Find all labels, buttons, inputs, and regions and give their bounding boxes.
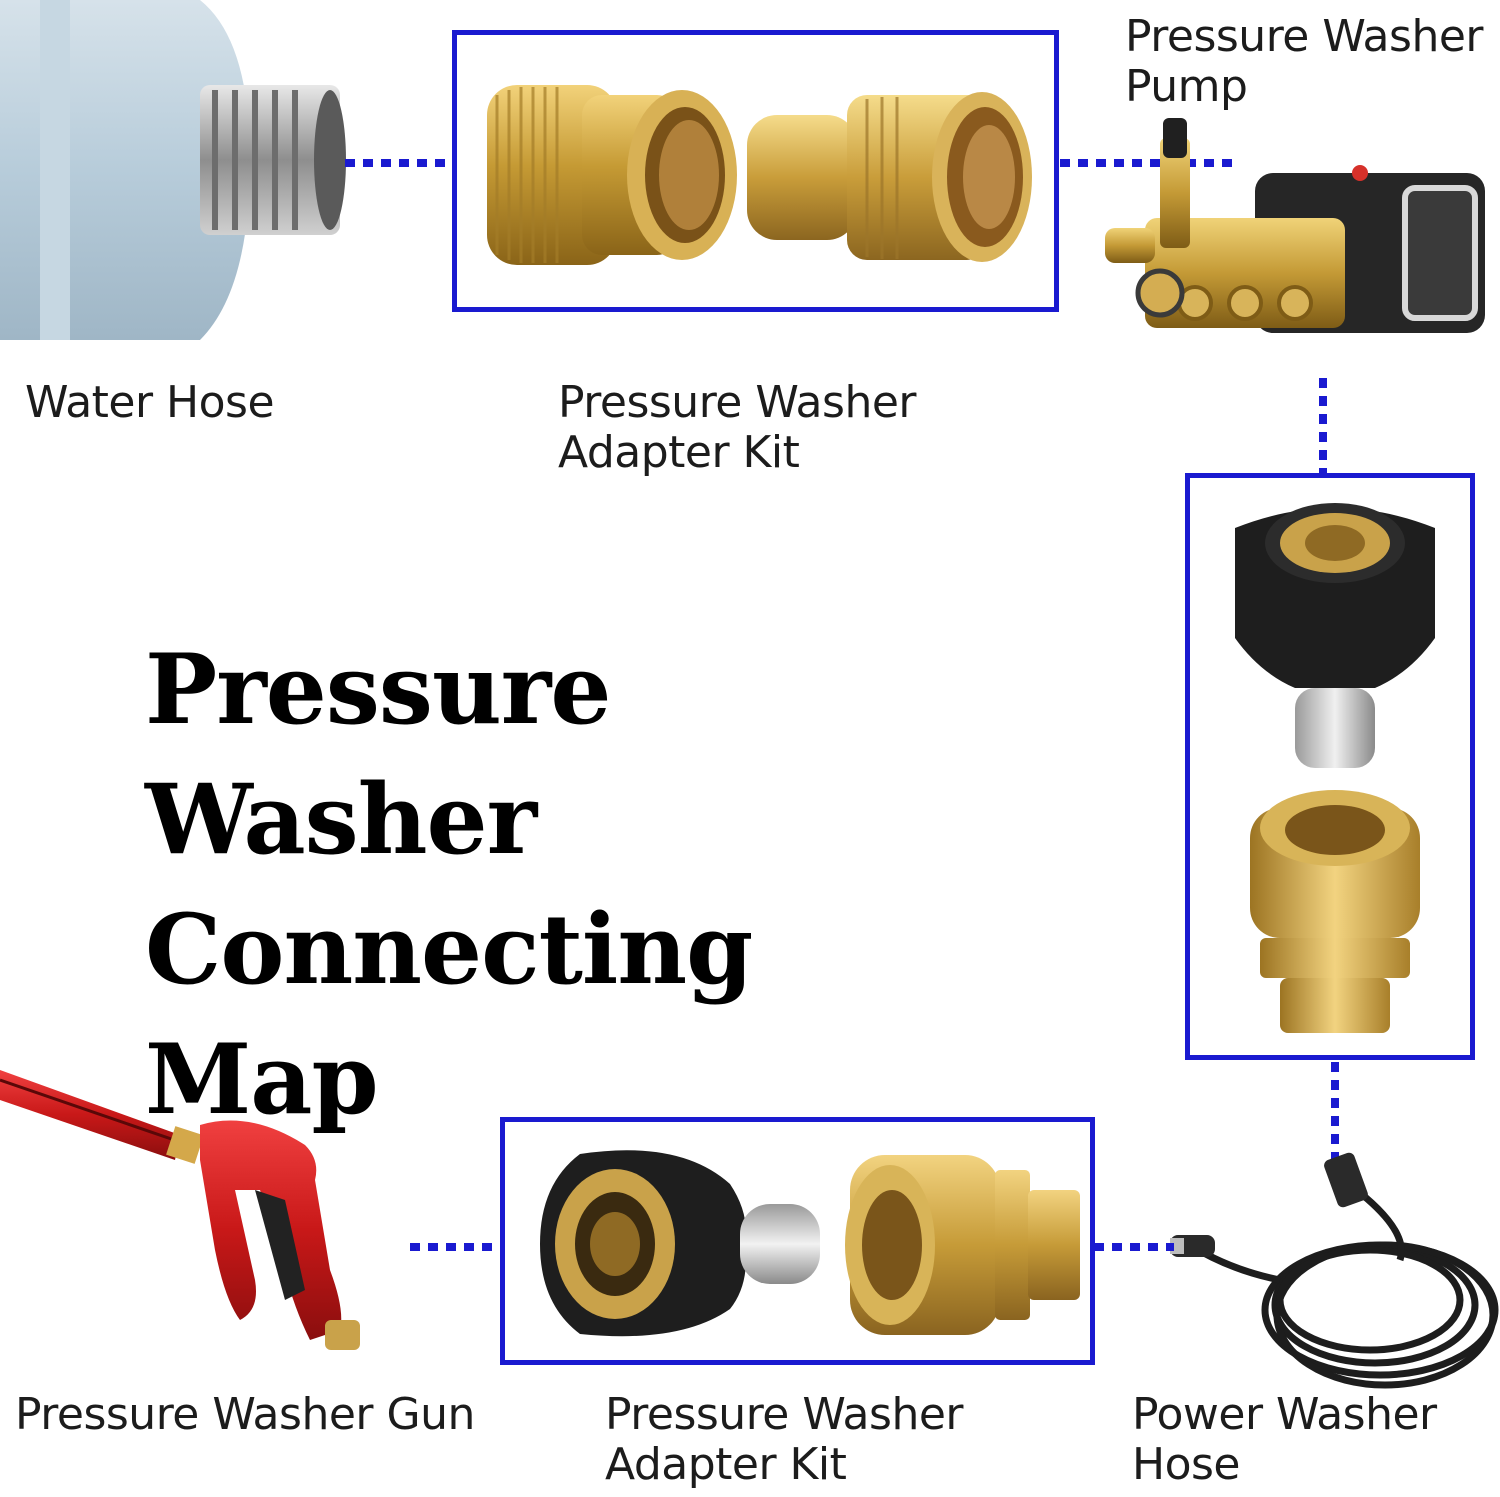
- label-pump: Pressure Washer Pump: [1125, 11, 1484, 112]
- connector-dots-5: [1094, 1243, 1174, 1251]
- pressure-washer-pump-image: [1105, 118, 1485, 333]
- m22-black-coupler-image: [1235, 503, 1435, 768]
- connector-dots-1: [345, 159, 450, 167]
- label-power-hose: Power Washer Hose: [1132, 1389, 1437, 1490]
- page-title: Pressure Washer Connecting Map: [145, 633, 753, 1136]
- label-gun: Pressure Washer Gun: [15, 1389, 475, 1440]
- adapter-kit-right-frame: [1185, 473, 1475, 1060]
- brass-quick-connector-image: [845, 1155, 1080, 1335]
- label-adapter-kit-bottom: Pressure Washer Adapter Kit: [605, 1389, 964, 1490]
- adapter-kit-bottom-frame: [500, 1117, 1095, 1365]
- connector-dots-2: [1060, 159, 1235, 167]
- brass-male-adapter-image: [747, 92, 1032, 262]
- connector-dots-6: [410, 1243, 500, 1251]
- brass-quick-connector-image: [1250, 790, 1420, 1033]
- label-water-hose: Water Hose: [25, 377, 275, 428]
- connector-dots-4: [1331, 1062, 1339, 1172]
- brass-coupler-image: [487, 85, 737, 265]
- connector-dots-3: [1319, 378, 1327, 473]
- label-adapter-kit-top: Pressure Washer Adapter Kit: [558, 377, 917, 478]
- adapter-kit-top-frame: [452, 30, 1059, 312]
- pressure-washer-gun-image: [0, 1070, 360, 1350]
- power-washer-hose-image: [1170, 1152, 1499, 1389]
- water-hose-image: [0, 0, 346, 340]
- m22-black-coupler-image: [540, 1150, 820, 1337]
